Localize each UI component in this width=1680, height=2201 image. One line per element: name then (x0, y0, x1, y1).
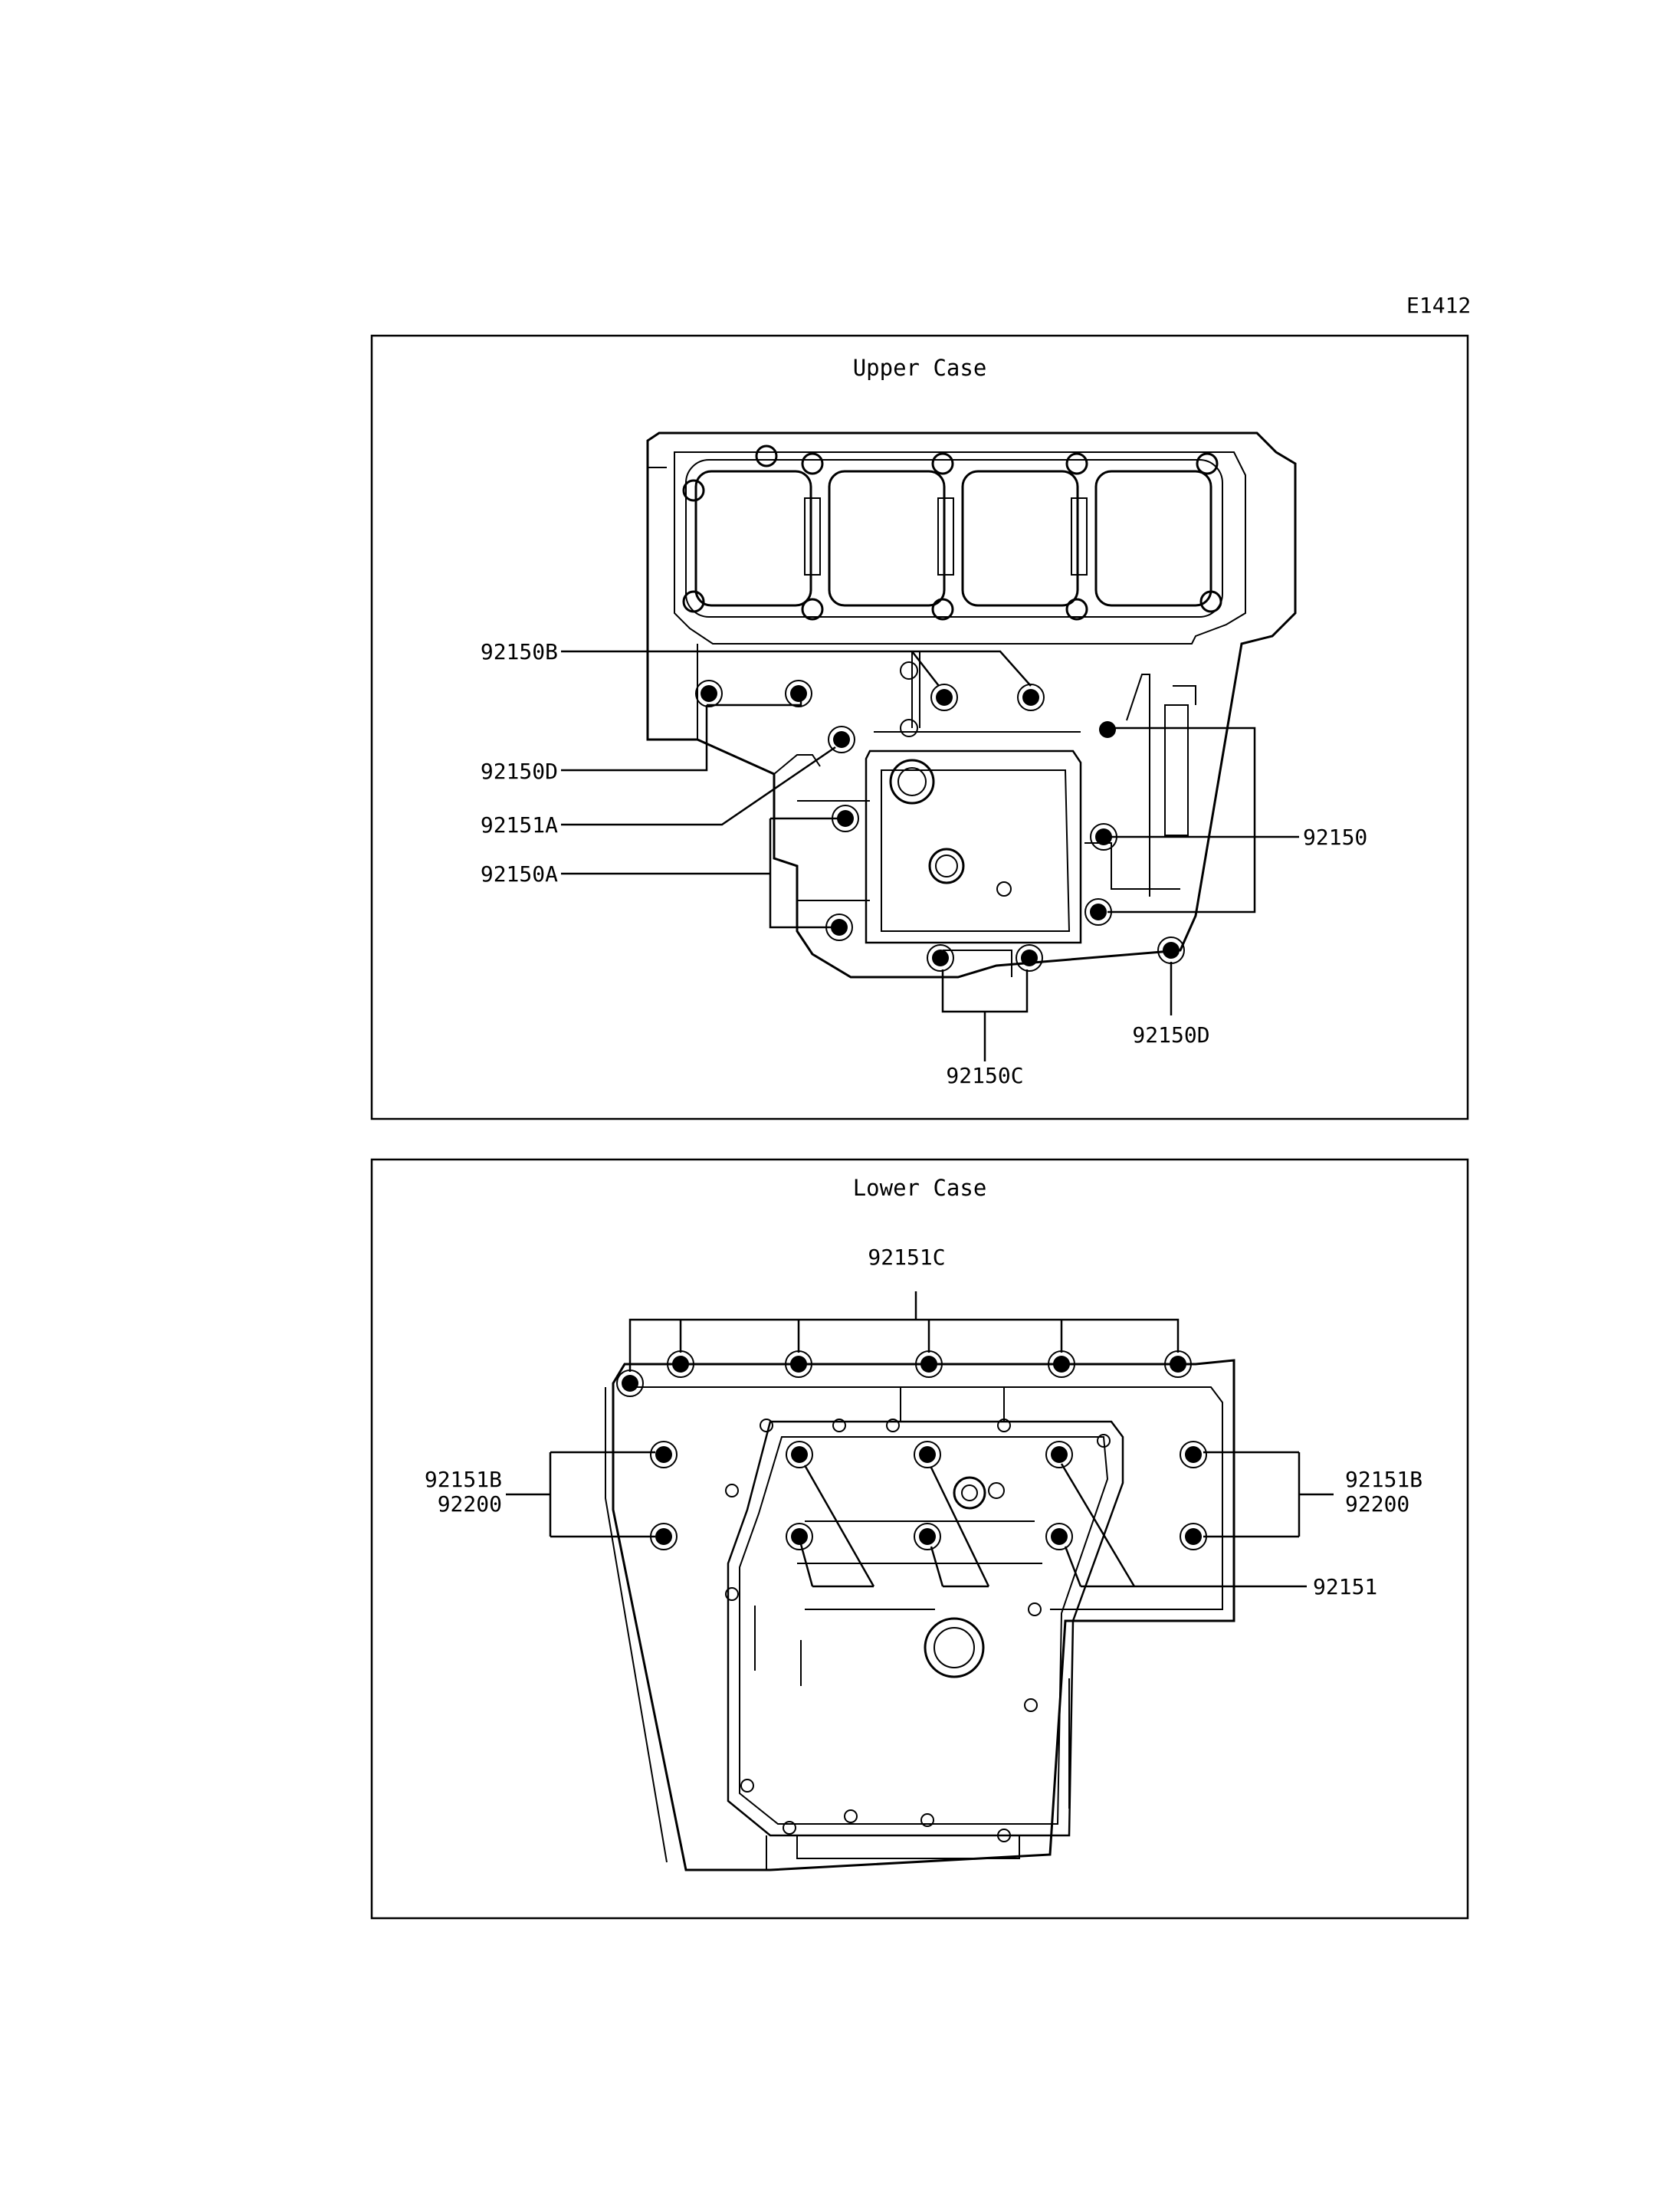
upper-case-drawing (646, 431, 1297, 979)
part-label-92150d-left: 92150D (481, 759, 558, 784)
upper-leader-lines (561, 650, 1299, 1061)
lower-case-panel (370, 1158, 1469, 1920)
part-label-92150d-bottom: 92150D (1132, 1022, 1209, 1048)
part-label-92151b-left: 92151B (425, 1467, 502, 1492)
upper-bolt-rings (695, 661, 1185, 972)
upper-bolt-markers (701, 685, 1180, 966)
diagram-id: E1412 (1406, 293, 1471, 318)
part-label-92151c: 92151C (868, 1245, 945, 1270)
lower-bolt-rings (616, 1350, 1207, 1842)
part-label-92150b: 92150B (481, 639, 558, 664)
part-label-92151b-right: 92151B (1345, 1467, 1422, 1492)
lower-case-title: Lower Case (853, 1175, 987, 1201)
part-label-92151a: 92151A (481, 812, 558, 838)
upper-case-title: Upper Case (853, 355, 987, 381)
part-label-92150: 92150 (1303, 825, 1367, 850)
part-label-92151: 92151 (1313, 1574, 1377, 1599)
upper-case-panel (370, 334, 1469, 1120)
lower-case-drawing (605, 1350, 1235, 1871)
part-label-92200-left: 92200 (438, 1491, 502, 1517)
lower-leader-lines (506, 1291, 1334, 1588)
part-label-92150c: 92150C (946, 1063, 1023, 1088)
lower-bolt-markers (622, 1356, 1202, 1545)
part-label-92150a: 92150A (481, 861, 558, 887)
part-label-92200-right: 92200 (1345, 1491, 1409, 1517)
